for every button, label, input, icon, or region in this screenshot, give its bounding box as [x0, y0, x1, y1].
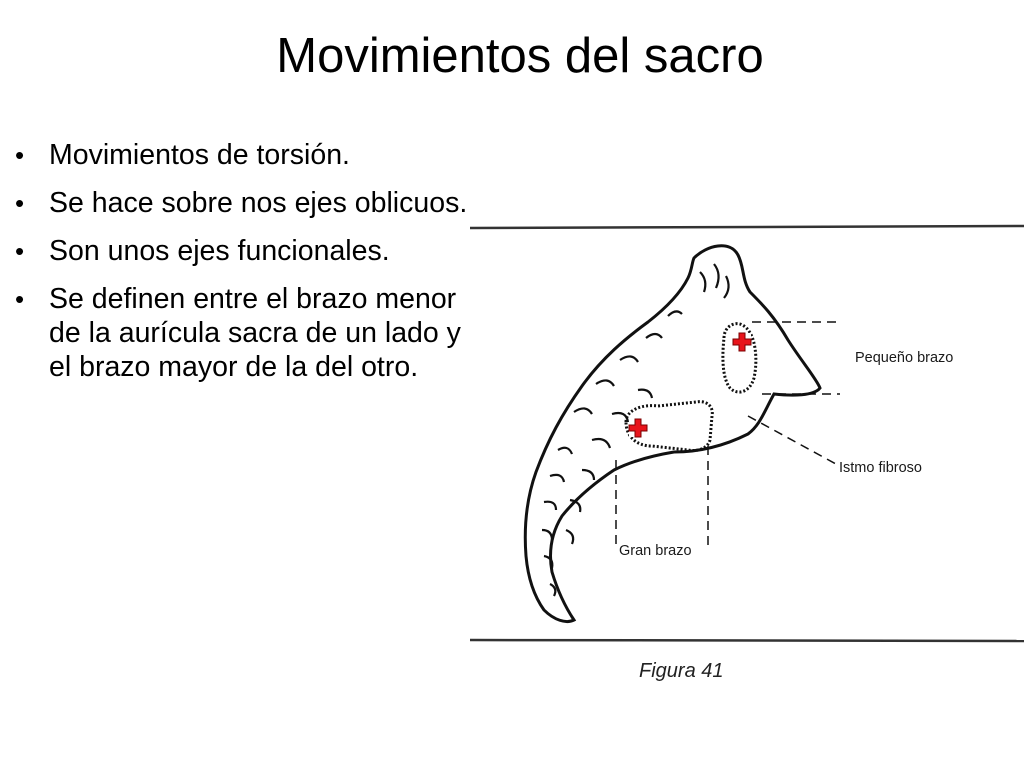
label-istmo-fibroso: Istmo fibroso: [839, 460, 922, 476]
large-arm-outline: [624, 400, 714, 452]
bullet-icon: •: [15, 284, 25, 314]
sacrum-shading: [541, 263, 730, 597]
bullet-text: Se hace sobre nos ejes oblicuos.: [49, 187, 468, 219]
red-cross-marker-icon: [628, 418, 648, 438]
red-cross-marker-icon: [732, 332, 752, 352]
bullet-item: • Se definen entre el brazo menor de la …: [12, 282, 487, 384]
figure-bottom-rule: [469, 638, 1024, 643]
sacrum-figure: Pequeño brazo Istmo fibroso Gran brazo F…: [462, 200, 1024, 690]
bullet-item: • Movimientos de torsión.: [12, 138, 487, 172]
bullet-icon: •: [15, 140, 25, 170]
bullet-item: • Se hace sobre nos ejes oblicuos.: [12, 186, 487, 220]
bullet-text: Son unos ejes funcionales.: [49, 235, 390, 267]
leader-lines: [615, 321, 840, 545]
small-arm-outline: [721, 322, 758, 394]
sacrum-drawing-icon: [469, 224, 1024, 643]
bullet-text: Movimientos de torsión.: [49, 139, 350, 171]
bullet-icon: •: [15, 188, 25, 218]
figure-top-rule: [469, 224, 1024, 230]
sacrum-outline: [523, 244, 822, 624]
label-pequeno-brazo: Pequeño brazo: [855, 350, 954, 366]
bullet-icon: •: [15, 236, 25, 266]
figure-caption: Figura 41: [639, 660, 724, 682]
bullet-text: Se definen entre el brazo menor de la au…: [49, 283, 461, 383]
label-gran-brazo: Gran brazo: [619, 543, 692, 559]
bullet-list: • Movimientos de torsión. • Se hace sobr…: [12, 138, 487, 398]
bullet-item: • Son unos ejes funcionales.: [12, 234, 487, 268]
slide-title: Movimientos del sacro: [276, 29, 764, 83]
